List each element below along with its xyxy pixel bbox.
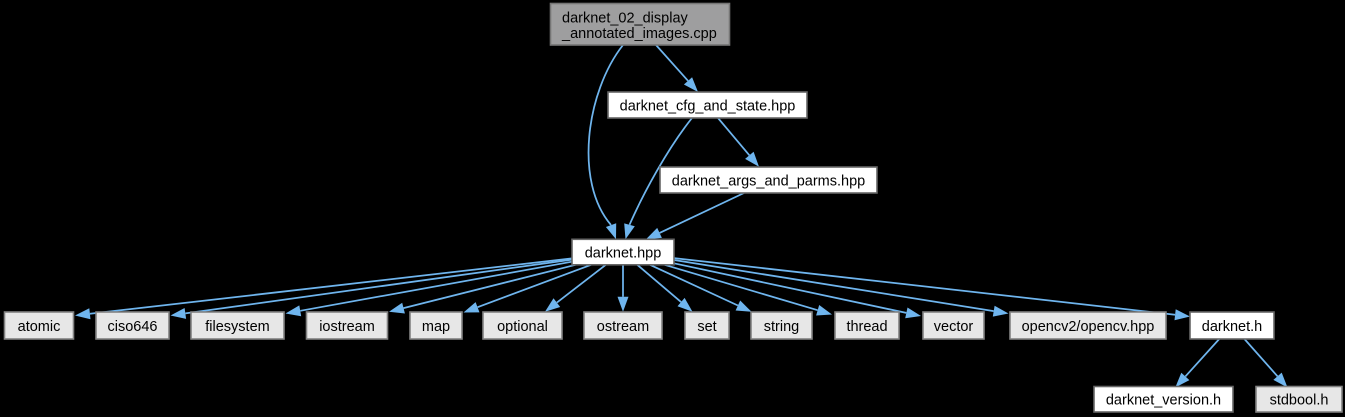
- svg-text:darknet_args_and_parms.hpp: darknet_args_and_parms.hpp: [672, 173, 865, 189]
- svg-text:darknet_02_display: darknet_02_display: [562, 11, 689, 27]
- svg-text:string: string: [764, 319, 799, 335]
- svg-text:set: set: [697, 319, 716, 335]
- svg-text:darknet_version.h: darknet_version.h: [1106, 393, 1221, 409]
- svg-text:ostream: ostream: [597, 319, 649, 335]
- svg-text:darknet.h: darknet.h: [1202, 319, 1262, 335]
- svg-text:_annotated_images.cpp: _annotated_images.cpp: [561, 26, 717, 42]
- svg-text:stdbool.h: stdbool.h: [1270, 393, 1329, 409]
- svg-text:atomic: atomic: [18, 319, 61, 335]
- svg-text:thread: thread: [846, 319, 887, 335]
- svg-text:opencv2/opencv.hpp: opencv2/opencv.hpp: [1022, 319, 1155, 335]
- svg-text:vector: vector: [934, 319, 974, 335]
- svg-text:darknet_cfg_and_state.hpp: darknet_cfg_and_state.hpp: [620, 98, 796, 114]
- svg-text:optional: optional: [497, 319, 548, 335]
- svg-text:ciso646: ciso646: [108, 319, 158, 335]
- svg-text:iostream: iostream: [319, 319, 375, 335]
- svg-text:map: map: [422, 319, 450, 335]
- svg-text:darknet.hpp: darknet.hpp: [585, 245, 662, 261]
- svg-text:filesystem: filesystem: [205, 319, 269, 335]
